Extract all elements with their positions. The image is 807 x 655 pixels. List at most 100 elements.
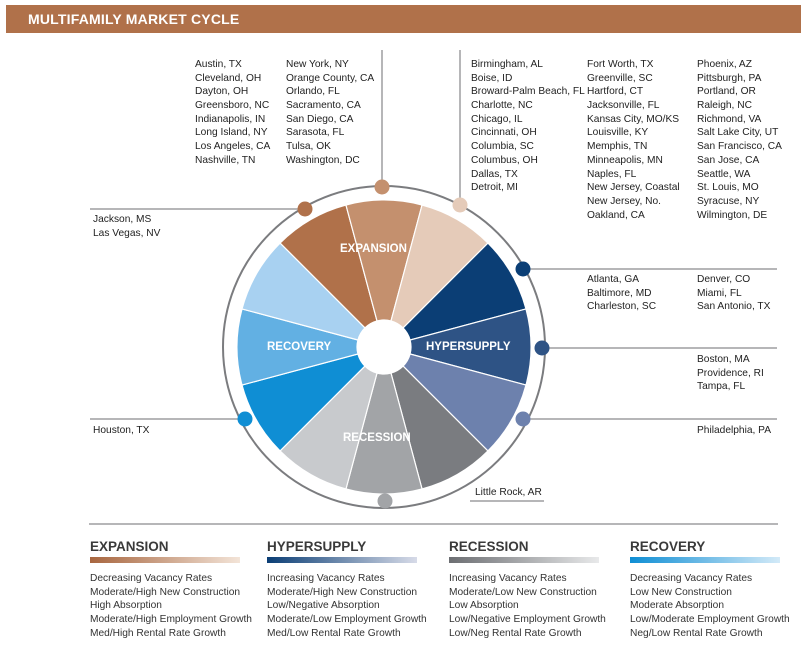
- list-item: Syracuse, NY: [697, 195, 760, 207]
- legend-heading-recession: RECESSION: [449, 539, 529, 554]
- legend-bar-hypersupply: [267, 557, 417, 563]
- list-item: Boise, ID: [471, 72, 513, 84]
- list-item: Nashville, TN: [195, 154, 256, 166]
- list-item: San Antonio, TX: [697, 301, 771, 313]
- list-item: Low Absorption: [449, 600, 519, 612]
- list-item: Med/High Rental Rate Growth: [90, 627, 226, 639]
- page-title: MULTIFAMILY MARKET CYCLE: [28, 11, 240, 27]
- list-item: Orange County, CA: [286, 72, 375, 84]
- list-item: New Jersey, No.: [587, 195, 661, 207]
- list-item: San Jose, CA: [697, 154, 760, 166]
- marker-hypersupply-2: [534, 340, 550, 356]
- list-item: Sarasota, FL: [286, 127, 345, 139]
- list-item: Charlotte, NC: [471, 100, 533, 112]
- wheel-segments: [236, 199, 532, 495]
- list-item: Austin, TX: [195, 59, 242, 70]
- list-item: Moderate/Low Employment Growth: [267, 614, 427, 626]
- marker-recession: [377, 493, 393, 509]
- list-item: Increasing Vacancy Rates: [449, 573, 567, 584]
- list-item: Washington, DC: [286, 154, 360, 166]
- list-item: Birmingham, AL: [471, 59, 543, 70]
- phase-label-hypersupply: HYPERSUPPLY: [426, 341, 511, 353]
- city-list-hypersupply3: Philadelphia, PA: [697, 424, 771, 438]
- list-item: Las Vegas, NV: [93, 227, 161, 239]
- list-item: Jacksonville, FL: [587, 100, 660, 112]
- list-item: Memphis, TN: [587, 141, 648, 153]
- list-item: New Jersey, Coastal: [587, 182, 680, 194]
- title-bar: MULTIFAMILY MARKET CYCLE: [6, 5, 801, 33]
- list-item: Cincinnati, OH: [471, 127, 537, 139]
- list-item: Moderate/Low New Construction: [449, 586, 597, 598]
- list-item: Jackson, MS: [93, 214, 152, 225]
- list-item: Low New Construction: [630, 586, 732, 598]
- list-item: Increasing Vacancy Rates: [267, 573, 385, 584]
- list-item: Providence, RI: [697, 367, 764, 379]
- list-item: Low/Moderate Employment Growth: [630, 614, 790, 626]
- wheel-center: [357, 320, 411, 374]
- list-item: Broward-Palm Beach, FL: [471, 86, 585, 98]
- list-item: Greenville, SC: [587, 72, 653, 84]
- list-item: San Diego, CA: [286, 113, 354, 125]
- list-item: Med/Low Rental Rate Growth: [267, 627, 401, 639]
- list-item: Tampa, FL: [697, 381, 746, 393]
- list-item: Philadelphia, PA: [697, 425, 772, 436]
- legend-bar-recovery: [630, 557, 780, 563]
- phase-label-recovery: RECOVERY: [267, 341, 332, 353]
- city-list-peak-col1: Birmingham, AL Boise, ID Broward-Palm Beac…: [471, 58, 585, 195]
- list-item: Dallas, TX: [471, 168, 518, 180]
- list-item: Baltimore, MD: [587, 287, 652, 299]
- marker-hypersupply-3: [515, 411, 531, 427]
- list-item: Cleveland, OH: [195, 72, 262, 84]
- list-item: Oakland, CA: [587, 209, 645, 221]
- list-item: Seattle, WA: [697, 168, 751, 180]
- ring-markers: [237, 179, 550, 509]
- city-list-recovery: Houston, TX: [93, 424, 149, 438]
- list-item: Moderate/High Employment Growth: [90, 614, 252, 626]
- list-item: Atlanta, GA: [587, 274, 640, 285]
- marker-recovery: [237, 411, 253, 427]
- city-list-early-expansion: Jackson, MS Las Vegas, NV: [93, 213, 160, 240]
- list-item: Boston, MA: [697, 354, 750, 365]
- list-item: Sacramento, CA: [286, 100, 361, 112]
- list-item: Naples, FL: [587, 168, 637, 180]
- list-item: Houston, TX: [93, 425, 150, 436]
- list-item: New York, NY: [286, 59, 349, 70]
- list-item: Richmond, VA: [697, 113, 762, 125]
- list-item: Los Angeles, CA: [195, 141, 271, 153]
- recovery-segment-3: [241, 242, 366, 341]
- legend-bar-recession: [449, 557, 599, 563]
- legend-heading-expansion: EXPANSION: [90, 539, 169, 554]
- list-item: Little Rock, AR: [475, 487, 542, 498]
- list-item: Fort Worth, TX: [587, 59, 654, 70]
- list-item: Columbus, OH: [471, 154, 538, 166]
- city-list-hypersupply1-col2: Denver, CO Miami, FL San Antonio, TX: [697, 273, 770, 314]
- list-item: Long Island, NY: [195, 127, 268, 139]
- phase-label-expansion: EXPANSION: [340, 243, 407, 255]
- city-list-recession: Little Rock, AR: [475, 486, 542, 500]
- legend-heading-recovery: RECOVERY: [630, 539, 706, 554]
- list-item: Miami, FL: [697, 287, 742, 299]
- list-item: Portland, OR: [697, 86, 756, 98]
- list-item: Neg/Low Rental Rate Growth: [630, 627, 763, 639]
- list-item: Raleigh, NC: [697, 100, 752, 112]
- list-item: Indianapolis, IN: [195, 113, 266, 125]
- list-item: Pittsburgh, PA: [697, 72, 762, 84]
- legend-heading-hypersupply: HYPERSUPPLY: [267, 539, 367, 554]
- list-item: Wilmington, DE: [697, 209, 768, 221]
- list-item: Tulsa, OK: [286, 141, 331, 153]
- marker-expansion-peak: [374, 179, 390, 195]
- marker-peak: [452, 197, 468, 213]
- list-item: San Francisco, CA: [697, 141, 782, 153]
- phase-label-recession: RECESSION: [343, 432, 411, 444]
- list-item: Low/Neg Rental Rate Growth: [449, 627, 582, 639]
- list-item: Low/Negative Employment Growth: [449, 614, 606, 626]
- list-item: High Absorption: [90, 600, 162, 612]
- list-item: Denver, CO: [697, 274, 751, 285]
